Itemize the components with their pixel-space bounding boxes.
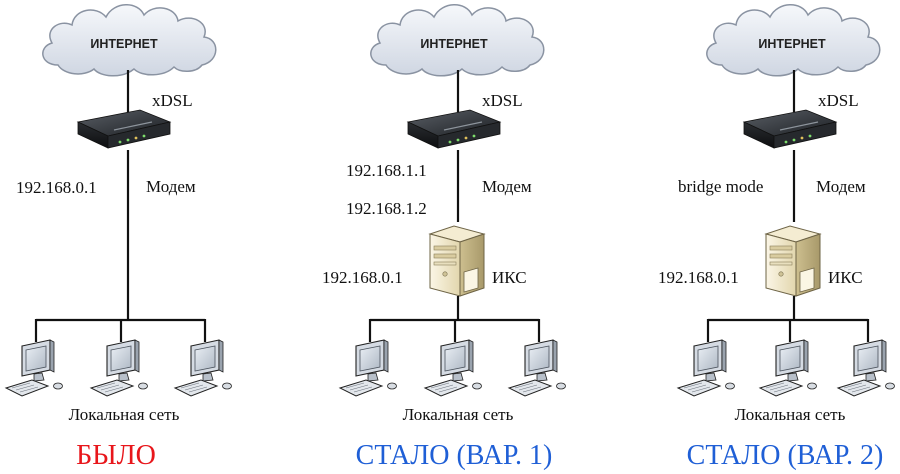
link-label: xDSL xyxy=(152,91,193,110)
workstation-icon xyxy=(677,339,736,397)
workstation-icon xyxy=(174,339,233,397)
workstation-icon xyxy=(90,339,149,397)
cloud-label: ИНТЕРНЕТ xyxy=(90,37,158,51)
caption-after-1: СТАЛО (ВАР. 1) xyxy=(356,440,553,471)
lan-bus xyxy=(368,318,541,342)
column-after-2: ИНТЕРНЕТ xDSL bridge mode Модем 192.168.… xyxy=(658,3,896,471)
lan-label: Локальная сеть xyxy=(69,405,180,424)
server-ip: 192.168.0.1 xyxy=(658,268,739,287)
lan-bus xyxy=(706,318,870,342)
lan-label: Локальная сеть xyxy=(735,405,846,424)
server-icon xyxy=(765,225,821,297)
cloud-label: ИНТЕРНЕТ xyxy=(420,37,488,51)
workstation-icon xyxy=(508,339,567,397)
column-after-1: ИНТЕРНЕТ xDSL 192.168.1.1 Модем 192.168.… xyxy=(322,3,567,471)
server-icon xyxy=(429,225,485,297)
workstation-icon xyxy=(759,339,818,397)
modem-ip-top: 192.168.1.1 xyxy=(346,161,427,180)
modem-icon xyxy=(77,109,171,149)
caption-after-2: СТАЛО (ВАР. 2) xyxy=(687,440,884,471)
link-label: xDSL xyxy=(818,91,859,110)
link-label: xDSL xyxy=(482,91,523,110)
modem-label: Модем xyxy=(146,177,196,196)
column-before: ИНТЕРНЕТ xDSL 192.168.0.1 Модем Локальна… xyxy=(5,3,233,471)
server-label: ИКС xyxy=(828,268,863,287)
lan-bus xyxy=(34,318,207,342)
server-label: ИКС xyxy=(492,268,527,287)
workstation-icon xyxy=(837,339,896,397)
workstation-icon xyxy=(339,339,398,397)
modem-label: Модем xyxy=(816,177,866,196)
modem-ip-bottom: 192.168.1.2 xyxy=(346,199,427,218)
modem-icon xyxy=(743,109,837,149)
server-ip: 192.168.0.1 xyxy=(322,268,403,287)
lan-label: Локальная сеть xyxy=(403,405,514,424)
modem-icon xyxy=(407,109,501,149)
cloud-label: ИНТЕРНЕТ xyxy=(758,37,826,51)
workstation-icon xyxy=(5,339,64,397)
workstation-icon xyxy=(424,339,483,397)
modem-ip-top: bridge mode xyxy=(678,177,763,196)
modem-label: Модем xyxy=(482,177,532,196)
caption-before: БЫЛО xyxy=(76,440,156,471)
modem-ip-top: 192.168.0.1 xyxy=(16,178,97,197)
